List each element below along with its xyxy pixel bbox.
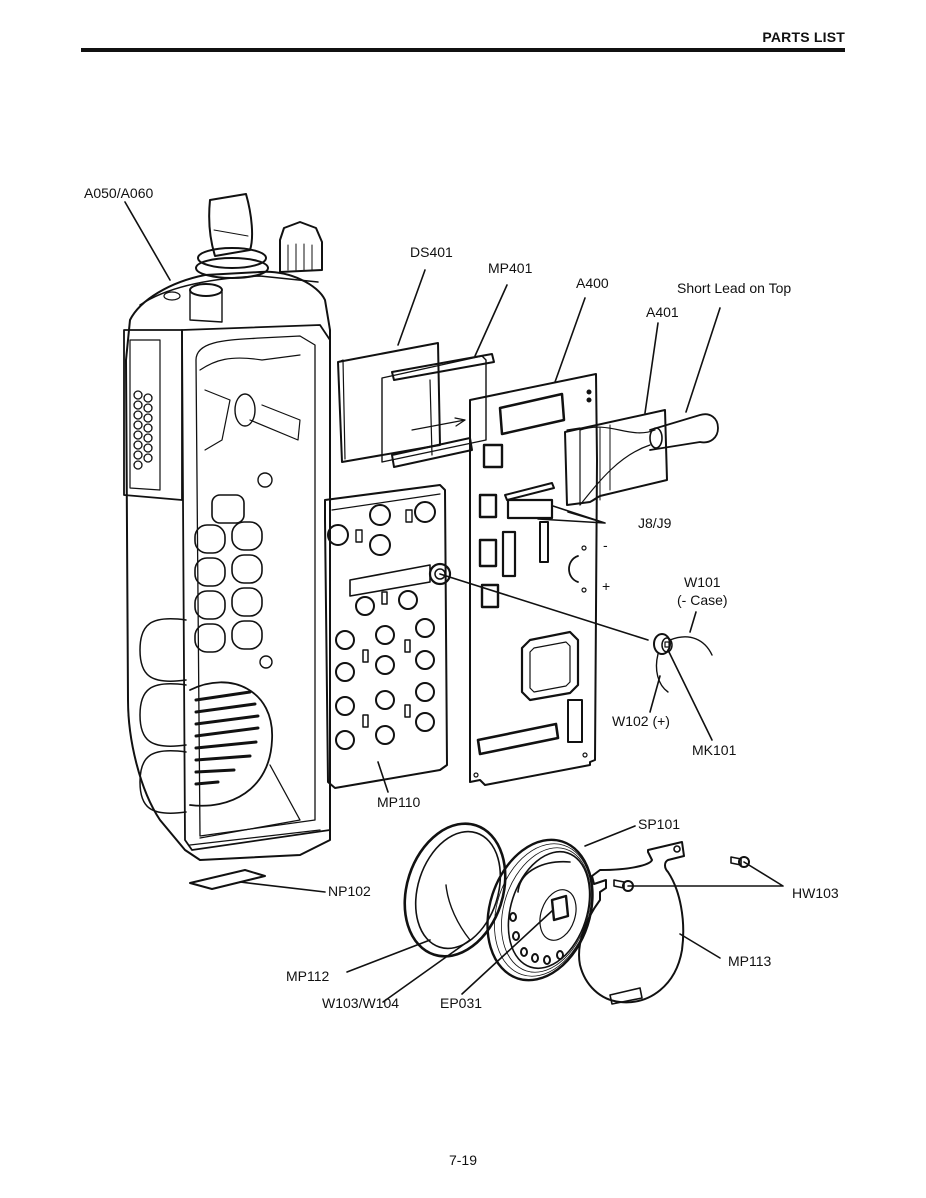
callout-mp112: MP112: [286, 968, 330, 984]
radio-housing: [123, 193, 331, 861]
frame-mp401: [381, 353, 495, 468]
callout-a401: A401: [646, 304, 679, 320]
callout-w101-note: (- Case): [677, 592, 728, 608]
callout-a050-a060: A050/A060: [84, 185, 153, 201]
board-a400: [469, 373, 598, 786]
page-header-title: PARTS LIST: [762, 29, 845, 45]
callout-mp113: MP113: [728, 953, 772, 969]
side-grille-holes: [133, 390, 153, 470]
callout-mk101: MK101: [692, 742, 737, 758]
speaker-sp101: [486, 838, 594, 982]
callout-ds401: DS401: [410, 244, 453, 260]
callout-mp110: MP110: [377, 794, 421, 810]
callout-mp401: MP401: [488, 260, 533, 276]
callout-ep031: EP031: [440, 995, 482, 1011]
earpiece-ep031: [550, 894, 570, 922]
leader-lines: [124, 201, 784, 1003]
callout-j8-j9: J8/J9: [638, 515, 672, 531]
header-rule: [81, 48, 845, 52]
callout-w103-w104: W103/W104: [322, 995, 399, 1011]
ring-mp112: [403, 822, 507, 958]
callout-short-lead: Short Lead on Top: [677, 280, 791, 296]
front-speaker-grille: [189, 681, 273, 807]
display-ds401: [337, 342, 441, 463]
clip-mp113: [578, 841, 685, 1005]
keypad-mp110: [324, 484, 452, 789]
polarity-plus: +: [602, 578, 610, 594]
page-number: 7-19: [448, 1152, 478, 1168]
callout-hw103: HW103: [792, 885, 839, 901]
nameplate-np102: [189, 869, 266, 890]
antenna-knob: [208, 193, 254, 257]
microphone-mk101-mounted: [428, 562, 452, 586]
polarity-minus: -: [603, 537, 608, 553]
internal-keypad: [194, 494, 263, 653]
callout-w102: W102 (+): [612, 713, 670, 729]
flex-a401: [564, 409, 719, 506]
callout-sp101: SP101: [638, 816, 680, 832]
callout-w101: W101: [684, 574, 721, 590]
callout-a400: A400: [576, 275, 609, 291]
microphone-mk101: [653, 633, 713, 693]
volume-knob: [279, 221, 323, 273]
callout-np102: NP102: [328, 883, 371, 899]
